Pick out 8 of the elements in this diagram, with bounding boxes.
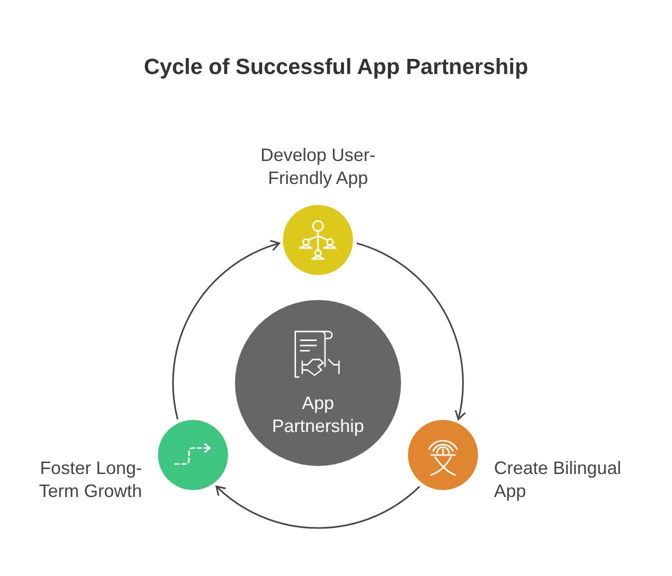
arrow xyxy=(172,240,280,420)
step-label: Develop User-Friendly App xyxy=(259,144,377,190)
arrow xyxy=(216,486,420,529)
node-label: App Partnership xyxy=(270,392,366,438)
step-label: Create Bilingual App xyxy=(494,457,622,503)
arrow xyxy=(356,242,466,420)
diagram-title: Cycle of Successful App Partnership xyxy=(142,53,530,81)
step-label: Foster Long-Term Growth xyxy=(38,457,142,503)
